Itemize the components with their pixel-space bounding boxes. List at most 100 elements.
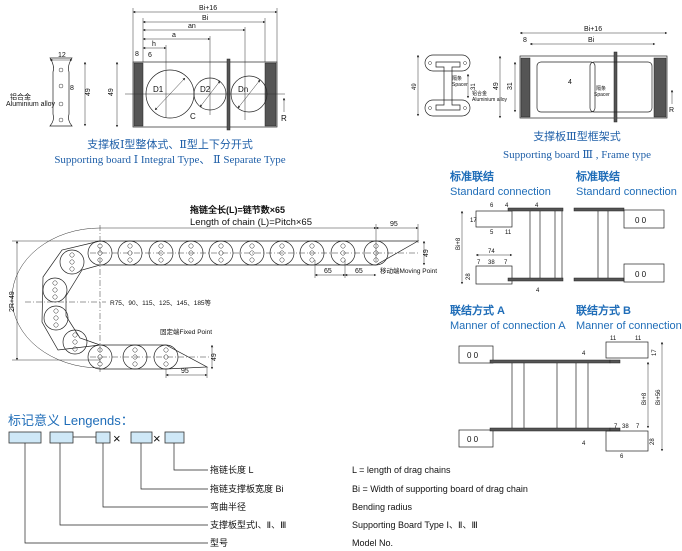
chain-link xyxy=(208,240,234,266)
chain-link-hole xyxy=(72,332,78,338)
mb-11a: 11 xyxy=(610,336,617,342)
bending-radius-label: R75、90、115、125、145、185等 xyxy=(110,298,212,307)
chain-link-hole xyxy=(69,266,75,272)
chain-link-hole xyxy=(163,361,169,367)
chain-link-hole xyxy=(158,243,164,249)
chain-link-hole xyxy=(97,361,103,367)
chain-link-hole xyxy=(188,257,194,263)
dim-6: 6 xyxy=(148,52,152,59)
legend-item-cn: 支撑板型式Ⅰ、Ⅱ、Ⅲ xyxy=(210,519,286,530)
t3-material-en: Aluminium alloy xyxy=(472,97,508,103)
manner-b: 11 11 17 4 4 Bi+8 Bi+56 7 38 7 28 6 xyxy=(582,336,664,460)
dim-a: a xyxy=(172,32,176,39)
chain-link-hole xyxy=(97,250,103,256)
legend-item-cn: 拖链长度 L xyxy=(210,464,254,475)
profile-width: 12 xyxy=(58,52,66,59)
chain-link xyxy=(148,240,174,266)
legend-item-cn: 弯曲半径 xyxy=(210,501,246,512)
legend-box-model xyxy=(8,431,42,444)
chain-link-hole xyxy=(127,257,133,263)
fixed-end-49: 49 xyxy=(211,353,218,361)
chain-link-hole xyxy=(132,361,138,367)
standard-connection-2: 0 0 0 0 xyxy=(573,207,665,283)
fixed-point-label: 固定端Fixed Point xyxy=(160,327,212,336)
chain-link-hole xyxy=(249,250,255,256)
chain-dimensions: 拖链全长(L)=链节数×65 Length of chain (L)=Pitch… xyxy=(9,204,437,378)
chain-link xyxy=(330,240,356,266)
chain-link-hole xyxy=(132,354,138,360)
dim-bi16: Bi+16 xyxy=(199,5,217,12)
chain-link xyxy=(178,240,204,266)
chain-link-hole xyxy=(340,243,346,249)
t3-dim-49: 49 xyxy=(493,82,500,90)
chain-link-hole xyxy=(279,243,285,249)
chain-link-hole xyxy=(218,257,224,263)
standard-conn-en-2: Standard connection xyxy=(576,186,677,198)
dim-bi: Bi xyxy=(202,15,209,22)
t3-dim-4: 4 xyxy=(568,79,572,86)
dim-h: h xyxy=(152,41,156,48)
dim-c: C xyxy=(190,112,196,121)
chain-link xyxy=(117,240,143,266)
mb-bi8: Bi+8 xyxy=(642,392,648,405)
chain-link-hole xyxy=(158,250,164,256)
chain-link-hole xyxy=(52,287,58,293)
t3-spacer-en: Spacer xyxy=(452,82,468,88)
chain-link xyxy=(122,344,148,370)
chain-link-hole xyxy=(249,243,255,249)
std1-38: 38 xyxy=(488,260,495,266)
t3-dim-31: 31 xyxy=(507,82,514,90)
chain-link-hole xyxy=(340,250,346,256)
legend-code-boxes: × × xyxy=(8,431,208,544)
pitch-65-a: 65 xyxy=(324,268,332,275)
chain-link xyxy=(59,249,85,275)
t3-dim-bi: Bi xyxy=(588,37,595,44)
chain-link xyxy=(62,329,88,355)
t3-spacer-cn2: 隔条 xyxy=(596,85,606,92)
legend-box-type xyxy=(49,431,74,444)
hole-d2: D2 xyxy=(200,85,211,94)
chain-link-hole xyxy=(132,347,138,353)
std1-11: 11 xyxy=(505,230,512,236)
hole-dn: Dn xyxy=(238,85,248,94)
legend-times-2: × xyxy=(153,431,161,446)
chain-link-hole xyxy=(163,347,169,353)
legend-box-radius xyxy=(95,431,111,444)
chain-link-hole xyxy=(72,339,78,345)
chain-link-hole xyxy=(188,243,194,249)
profile-height: 49 xyxy=(85,88,92,96)
legend-times-1: × xyxy=(113,431,121,446)
chain-link-hole xyxy=(249,257,255,263)
chain-link-hole xyxy=(53,315,59,321)
std1-4a: 4 xyxy=(505,203,509,209)
type1-caption-cn: 支撑板Ⅰ型整体式、Ⅱ型上下分开式 xyxy=(87,137,253,151)
std1-4b: 4 xyxy=(535,203,539,209)
chain-length-en: Length of chain (L)=Pitch×65 xyxy=(190,217,312,228)
chain-link-hole xyxy=(309,257,315,263)
legend-item-cn: 拖链支撑板宽度 Bi xyxy=(210,483,284,494)
chain-length-cn: 拖链全长(L)=链节数×65 xyxy=(190,204,285,215)
material-cn: 铝合金 xyxy=(10,92,31,101)
t3-dim-8: 8 xyxy=(523,37,527,44)
mb-7b: 7 xyxy=(636,424,640,430)
chain-link-hole xyxy=(69,259,75,265)
t3-dim-bi16: Bi+16 xyxy=(584,26,602,33)
mb-7a: 7 xyxy=(614,424,618,430)
chain-link-hole xyxy=(97,347,103,353)
std1-74: 74 xyxy=(488,249,495,255)
profile-hole-pitch: 8 xyxy=(70,85,74,92)
mb-4b: 4 xyxy=(582,441,586,447)
type3-caption-en: Supporting board Ⅲ , Frame type xyxy=(503,149,651,161)
standard-conn-cn-2: 标准联结 xyxy=(575,169,620,183)
standard-connection-1: Bi+8 17 6 4 4 5 11 74 7 38 7 28 4 xyxy=(456,203,564,294)
std1-7b: 7 xyxy=(504,260,508,266)
manner-a-cn: 联结方式 A xyxy=(450,303,505,317)
std1-bi8: Bi+8 xyxy=(456,237,462,250)
dim-8: 8 xyxy=(135,51,139,58)
mb-4a: 4 xyxy=(582,351,586,357)
type1-board: D1 D2 Dn C R Bi+16 Bi an a h 8 6 49 xyxy=(108,5,287,131)
legend-title: 标记意义 Lengends： xyxy=(8,413,134,428)
legend-item-en: Model No. xyxy=(352,538,393,548)
mb-bi56: Bi+56 xyxy=(656,389,662,405)
std1-5: 5 xyxy=(490,230,494,236)
